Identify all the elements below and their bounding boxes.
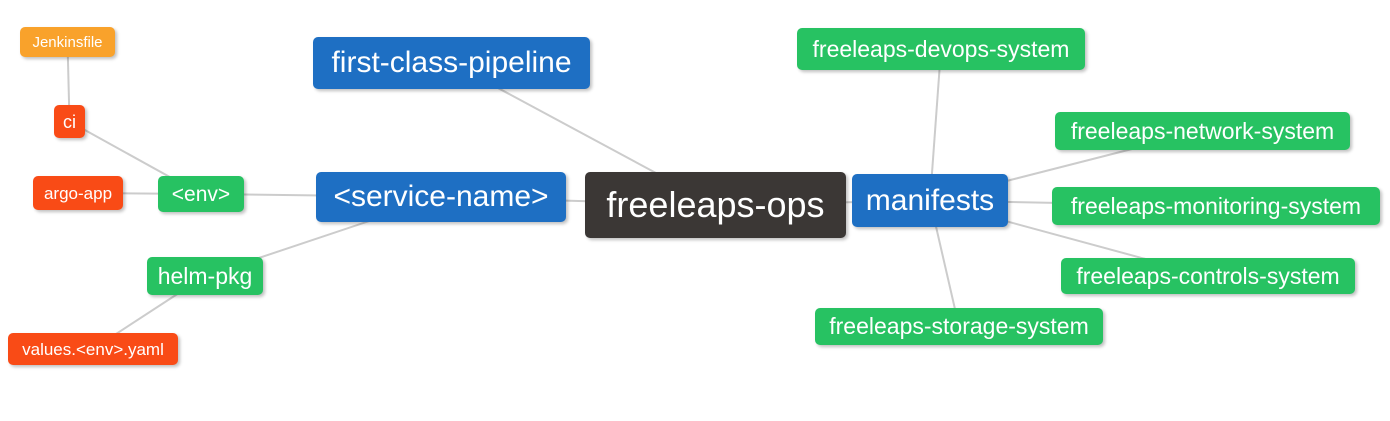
node-jenkinsfile[interactable]: Jenkinsfile bbox=[20, 27, 115, 57]
node-freeleaps-network-system[interactable]: freeleaps-network-system bbox=[1055, 112, 1350, 150]
node-freeleaps-storage-system[interactable]: freeleaps-storage-system bbox=[815, 308, 1103, 345]
node-first-class-pipeline[interactable]: first-class-pipeline bbox=[313, 37, 590, 89]
node-env[interactable]: <env> bbox=[158, 176, 244, 212]
node-service-name[interactable]: <service-name> bbox=[316, 172, 566, 222]
node-manifests[interactable]: manifests bbox=[852, 174, 1008, 227]
node-freeleaps-ops[interactable]: freeleaps-ops bbox=[585, 172, 846, 238]
node-argo-app[interactable]: argo-app bbox=[33, 176, 123, 210]
node-freeleaps-devops-system[interactable]: freeleaps-devops-system bbox=[797, 28, 1085, 70]
node-freeleaps-controls-system[interactable]: freeleaps-controls-system bbox=[1061, 258, 1355, 294]
node-helm-pkg[interactable]: helm-pkg bbox=[147, 257, 263, 295]
node-ci[interactable]: ci bbox=[54, 105, 85, 138]
node-freeleaps-monitoring-system[interactable]: freeleaps-monitoring-system bbox=[1052, 187, 1380, 225]
node-values-env-yaml[interactable]: values.<env>.yaml bbox=[8, 333, 178, 365]
